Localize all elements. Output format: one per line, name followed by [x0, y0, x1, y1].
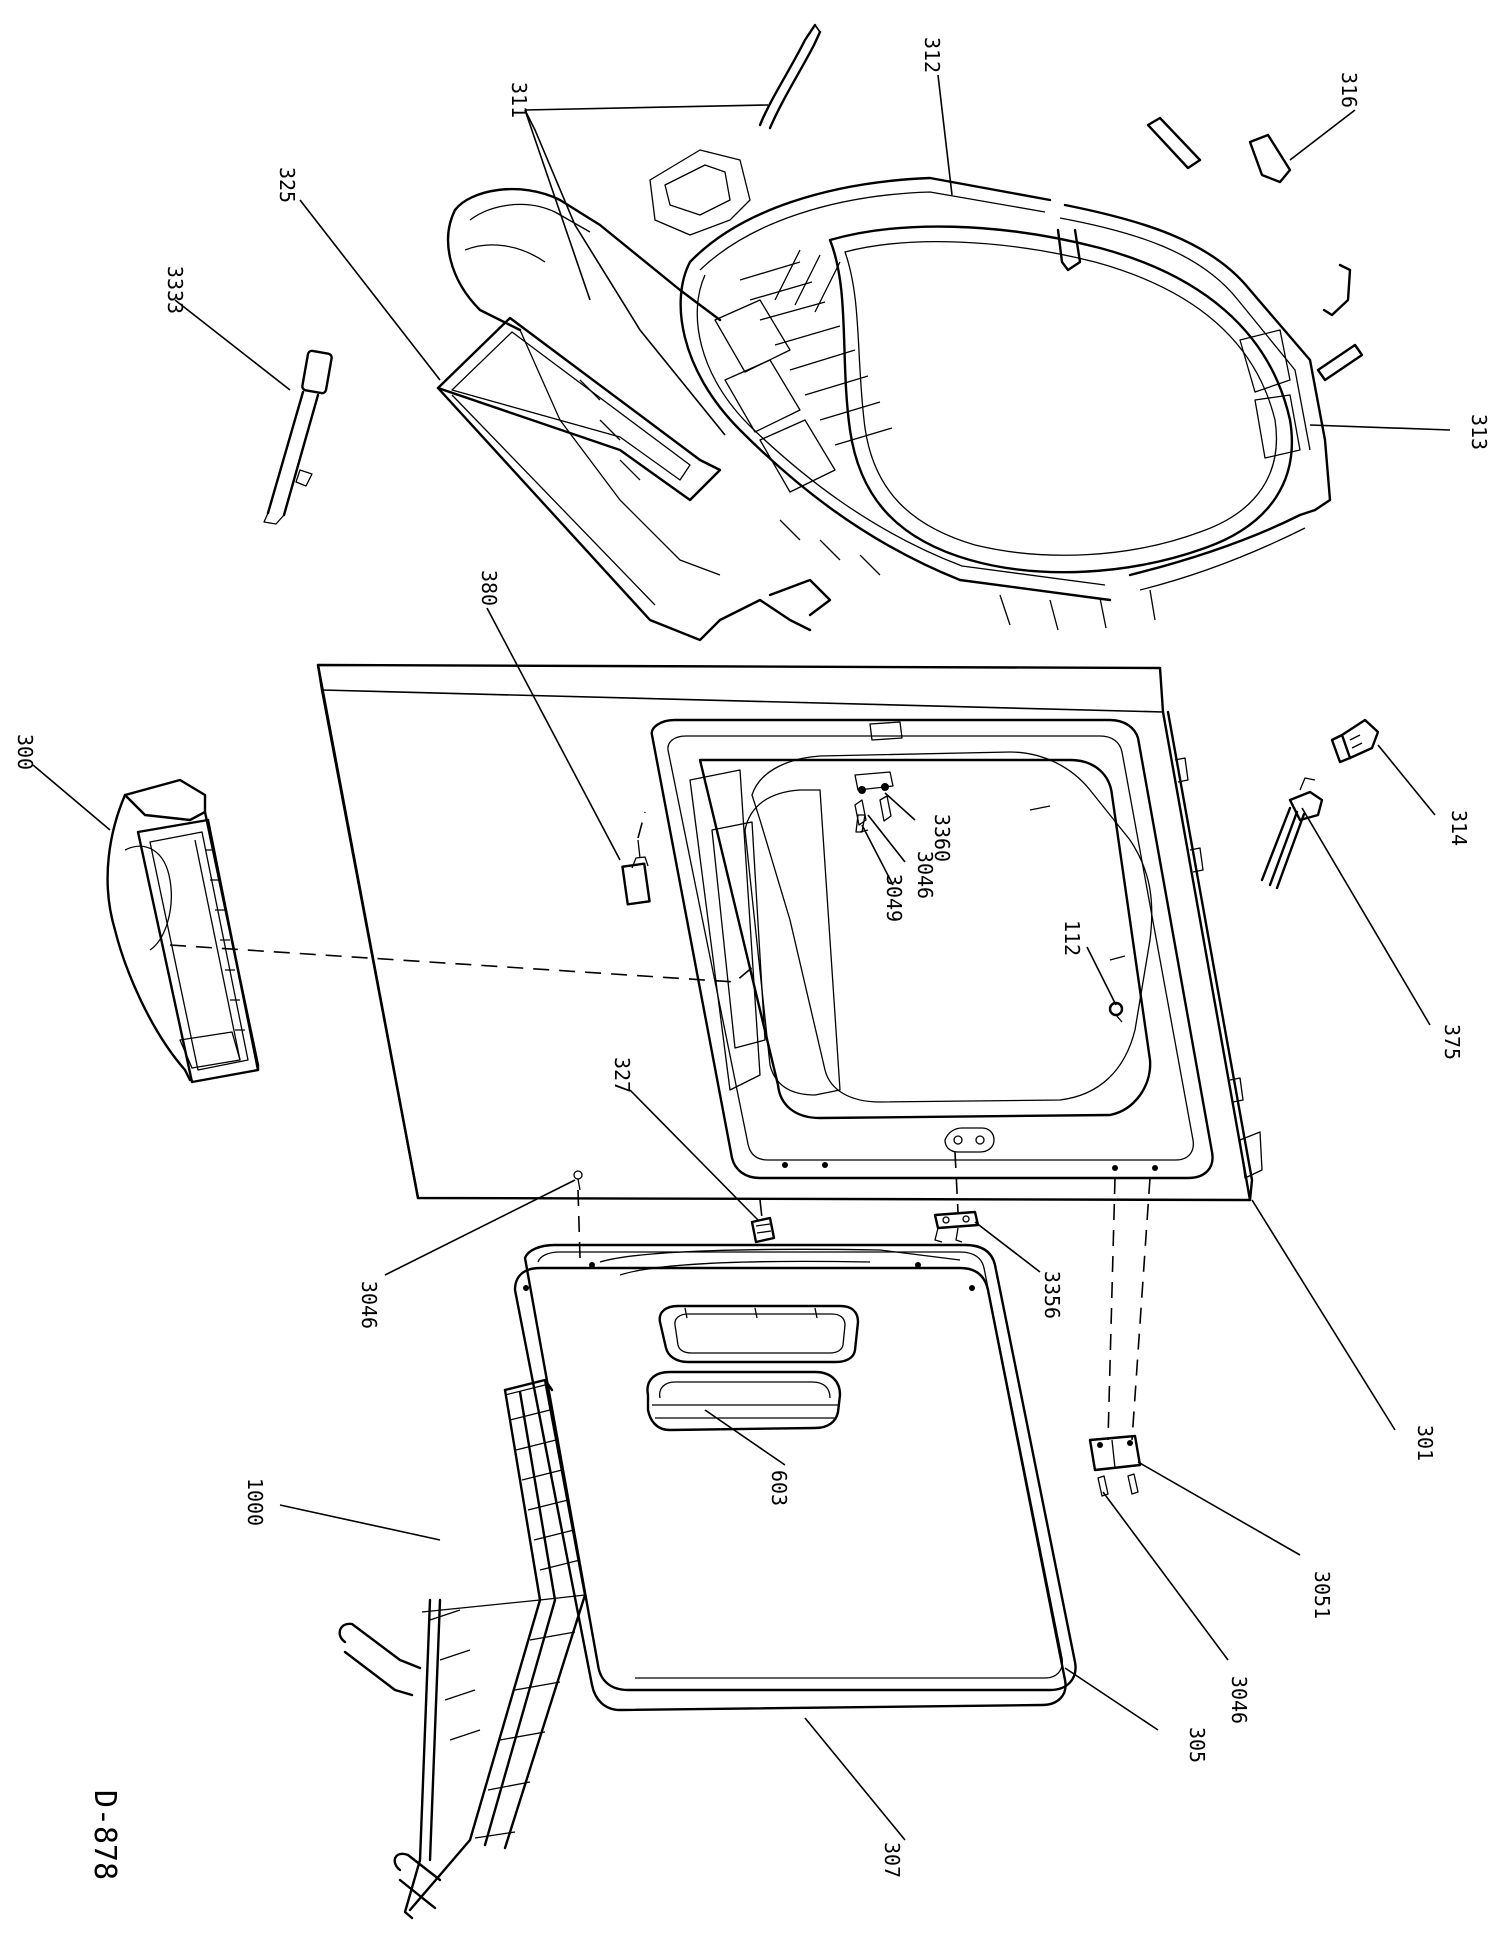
- lint-duct-assembly: [436, 23, 1082, 642]
- drawing-id-label: D-878: [87, 1790, 122, 1880]
- callout-3333: 3333: [163, 266, 187, 314]
- callout-labels: 311 312 316 325 3333 313 380 300 314 336…: [13, 37, 1491, 1880]
- callout-3360: 3360: [930, 814, 954, 862]
- callout-3356: 3356: [1040, 1271, 1064, 1319]
- callout-380: 380: [477, 570, 501, 606]
- callout-300: 300: [13, 734, 37, 770]
- callout-313: 313: [1467, 414, 1491, 450]
- callout-375: 375: [1440, 1024, 1464, 1060]
- callout-3046-left: 3046: [357, 1281, 381, 1329]
- callout-311: 311: [507, 82, 531, 118]
- callout-305: 305: [1185, 1727, 1209, 1763]
- screw-3046: [573, 1170, 583, 1191]
- callout-314: 314: [1447, 810, 1471, 846]
- callout-307: 307: [880, 1842, 904, 1878]
- drying-rack: [338, 1378, 587, 1920]
- drum-front-bulkhead: [649, 149, 1332, 631]
- clip-parts: [1146, 116, 1364, 382]
- callout-3049: 3049: [882, 874, 906, 922]
- lint-filter: [106, 778, 260, 1084]
- callout-325: 325: [275, 167, 299, 203]
- callout-3051: 3051: [1310, 1571, 1334, 1619]
- callout-3046-right: 3046: [1227, 1676, 1251, 1724]
- callout-603: 603: [767, 1470, 791, 1506]
- callout-3046-upper: 3046: [913, 851, 937, 899]
- door-assembly: [513, 1210, 1077, 1712]
- callout-301: 301: [1413, 1425, 1437, 1461]
- callout-327: 327: [610, 1057, 634, 1093]
- callout-312: 312: [920, 37, 944, 73]
- callout-112: 112: [1060, 920, 1084, 956]
- heater-probe: [263, 349, 333, 525]
- thermostat-parts: [1260, 718, 1380, 890]
- callout-316: 316: [1337, 72, 1361, 108]
- callout-1000: 1000: [243, 1478, 267, 1526]
- door-hinge: [1088, 1434, 1142, 1497]
- front-panel: [316, 663, 1263, 1202]
- assembly-dash-lines: [169, 811, 1151, 1441]
- leader-lines: [32, 74, 1451, 1841]
